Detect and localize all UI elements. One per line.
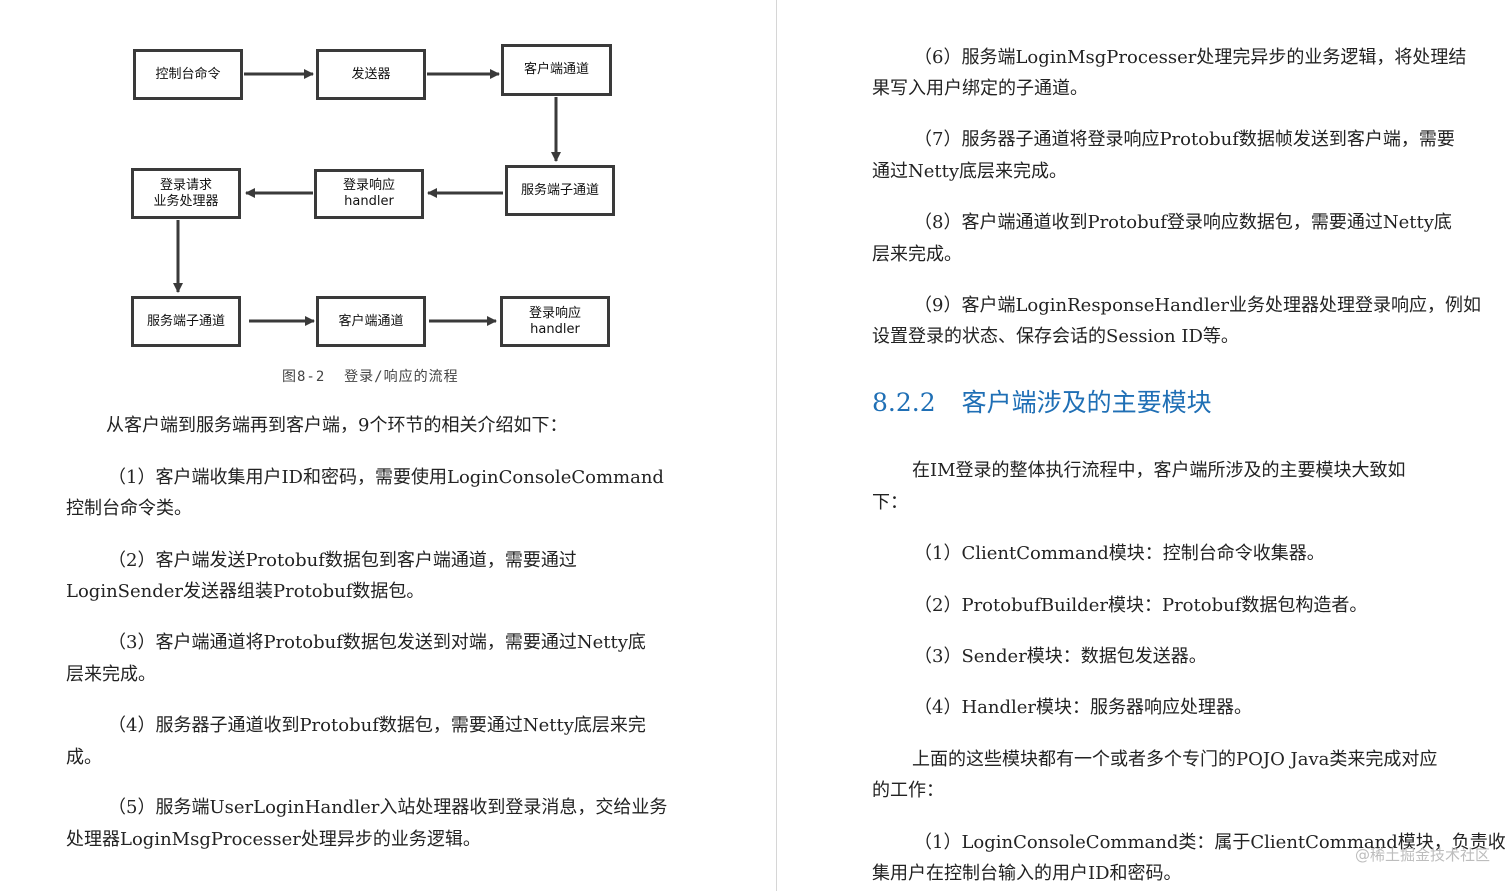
step-1-line-2: 控制台命令类。 [66,498,192,519]
step-2-line-2: LoginSender发送器组装Protobuf数据包。 [66,581,425,602]
node-sender: 发送器 [316,49,426,100]
step-1-line-1: （1）客户端收集用户ID和密码，需要使用LoginConsoleCommand [108,467,664,488]
figure-caption: 图8-2 登录/响应的流程 [282,369,459,385]
section-heading: 8.2.2 客户端涉及的主要模块 [872,384,1212,422]
flow-diagram-arrows [173,69,561,326]
node-client-channel-bottom: 客户端通道 [316,296,426,347]
step-8-line-2: 层来完成。 [872,244,962,265]
step-6-line-1: （6）服务端LoginMsgProcesser处理完异步的业务逻辑，将处理结 [914,47,1467,68]
step-5-line-1: （5）服务端UserLoginHandler入站处理器收到登录消息，交给业务 [108,797,668,818]
node-console-command: 控制台命令 [133,49,243,100]
step-7-line-1: （7）服务器子通道将登录响应Protobuf数据帧发送到客户端，需要 [914,129,1455,150]
step-3-line-2: 层来完成。 [66,664,156,685]
module-item-1: （1）ClientCommand模块：控制台命令收集器。 [914,543,1325,564]
node-server-sub-channel-bottom: 服务端子通道 [131,296,241,347]
node-login-request-processor: 登录请求 业务处理器 [131,168,241,219]
node-client-channel-top: 客户端通道 [501,44,612,96]
step-4-line-1: （4）服务器子通道收到Protobuf数据包，需要通过Netty底层来完 [108,715,646,736]
node-login-response-handler-middle: 登录响应 handler [314,169,424,219]
step-5-line-2: 处理器LoginMsgProcesser处理异步的业务逻辑。 [66,829,481,850]
watermark: @稀土掘金技术社区 [1354,846,1490,864]
step-9-line-1: （9）客户端LoginResponseHandler业务处理器处理登录响应，例如 [914,295,1481,316]
class-item-1-line-1: （1）LoginConsoleCommand类：属于ClientCommand模… [914,832,1506,853]
page-gutter [776,0,777,891]
step-3-line-1: （3）客户端通道将Protobuf数据包发送到对端，需要通过Netty底 [108,632,646,653]
class-item-1-line-2: 集用户在控制台输入的用户ID和密码。 [872,863,1182,884]
step-8-line-1: （8）客户端通道收到Protobuf登录响应数据包，需要通过Netty底 [914,212,1452,233]
step-4-line-2: 成。 [66,747,102,768]
modules-intro-line-1: 在IM登录的整体执行流程中，客户端所涉及的主要模块大致如 [912,460,1406,481]
node-login-response-handler-bottom: 登录响应 handler [500,296,610,347]
left-page [0,0,776,891]
pojo-intro-line-1: 上面的这些模块都有一个或者多个专门的POJO Java类来完成对应 [912,749,1438,770]
node-server-sub-channel-right: 服务端子通道 [505,165,615,216]
pojo-intro-line-2: 的工作： [872,780,944,801]
module-item-3: （3）Sender模块：数据包发送器。 [914,646,1207,667]
left-intro: 从客户端到服务端再到客户端，9个环节的相关介绍如下： [106,415,568,436]
right-page [777,0,1512,891]
step-7-line-2: 通过Netty底层来完成。 [872,161,1068,182]
step-2-line-1: （2）客户端发送Protobuf数据包到客户端通道，需要通过 [108,550,577,571]
step-6-line-2: 果写入用户绑定的子通道。 [872,78,1088,99]
step-9-line-2: 设置登录的状态、保存会话的Session ID等。 [872,326,1239,347]
module-item-2: （2）ProtobufBuilder模块：Protobuf数据包构造者。 [914,595,1368,616]
section-title: 客户端涉及的主要模块 [961,388,1212,417]
section-number: 8.2.2 [872,388,936,417]
module-item-4: （4）Handler模块：服务器响应处理器。 [914,697,1253,718]
modules-intro-line-2: 下： [872,492,908,513]
